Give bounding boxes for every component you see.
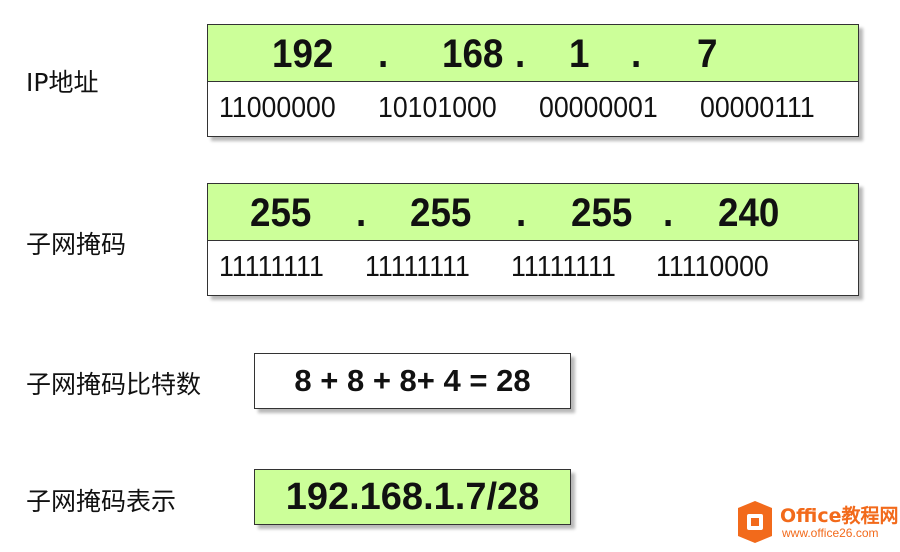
office-logo-icon [738,501,772,543]
ip-binary-row: 11000000 10101000 00000001 00000111 [208,82,858,136]
mask-binary-1: 11111111 [219,251,324,283]
mask-octet-4: 240 [718,191,780,235]
ip-octet-2: 168 [442,32,504,76]
ip-octet-4: 7 [697,32,718,76]
ip-octet-1: 192 [272,32,334,76]
watermark-brand: Office教程网 [780,505,899,527]
ip-address-box: 192 . 168 . 1 . 7 11000000 10101000 0000… [207,24,859,137]
cidr-box: 192.168.1.7/28 [254,469,571,525]
mask-bits-box: 8 + 8 + 8+ 4 = 28 [254,353,571,409]
ip-dot-1: . [378,32,389,76]
ip-binary-1: 11000000 [219,92,336,124]
mask-octet-2: 255 [410,191,472,235]
mask-dot-2: . [516,191,527,235]
mask-binary-row: 11111111 11111111 11111111 11110000 [208,241,858,295]
ip-binary-2: 10101000 [378,92,497,124]
mask-binary-3: 11111111 [511,251,616,283]
mask-binary-4: 11110000 [656,251,769,283]
mask-bits-label: 子网掩码比特数 [26,370,202,399]
ip-address-label: IP地址 [26,68,99,97]
mask-dot-3: . [663,191,674,235]
mask-binary-2: 11111111 [365,251,470,283]
ip-octet-3: 1 [569,32,590,76]
ip-binary-3: 00000001 [539,92,658,124]
mask-decimal-row: 255 . 255 . 255 . 240 [208,184,858,241]
subnet-mask-label: 子网掩码 [26,230,127,259]
mask-octet-3: 255 [571,191,633,235]
office26-watermark: Office教程网 www.office26.com [736,497,900,547]
ip-binary-4: 00000111 [700,92,815,124]
watermark-url: www.office26.com [782,526,879,540]
mask-dot-1: . [356,191,367,235]
mask-octet-1: 255 [250,191,312,235]
subnet-mask-box: 255 . 255 . 255 . 240 11111111 11111111 … [207,183,859,296]
ip-dot-2: . [515,32,526,76]
mask-bits-value: 8 + 8 + 8+ 4 = 28 [294,363,531,398]
ip-decimal-row: 192 . 168 . 1 . 7 [208,25,858,82]
cidr-value: 192.168.1.7/28 [285,475,540,518]
cidr-label: 子网掩码表示 [26,487,177,516]
ip-dot-3: . [631,32,642,76]
